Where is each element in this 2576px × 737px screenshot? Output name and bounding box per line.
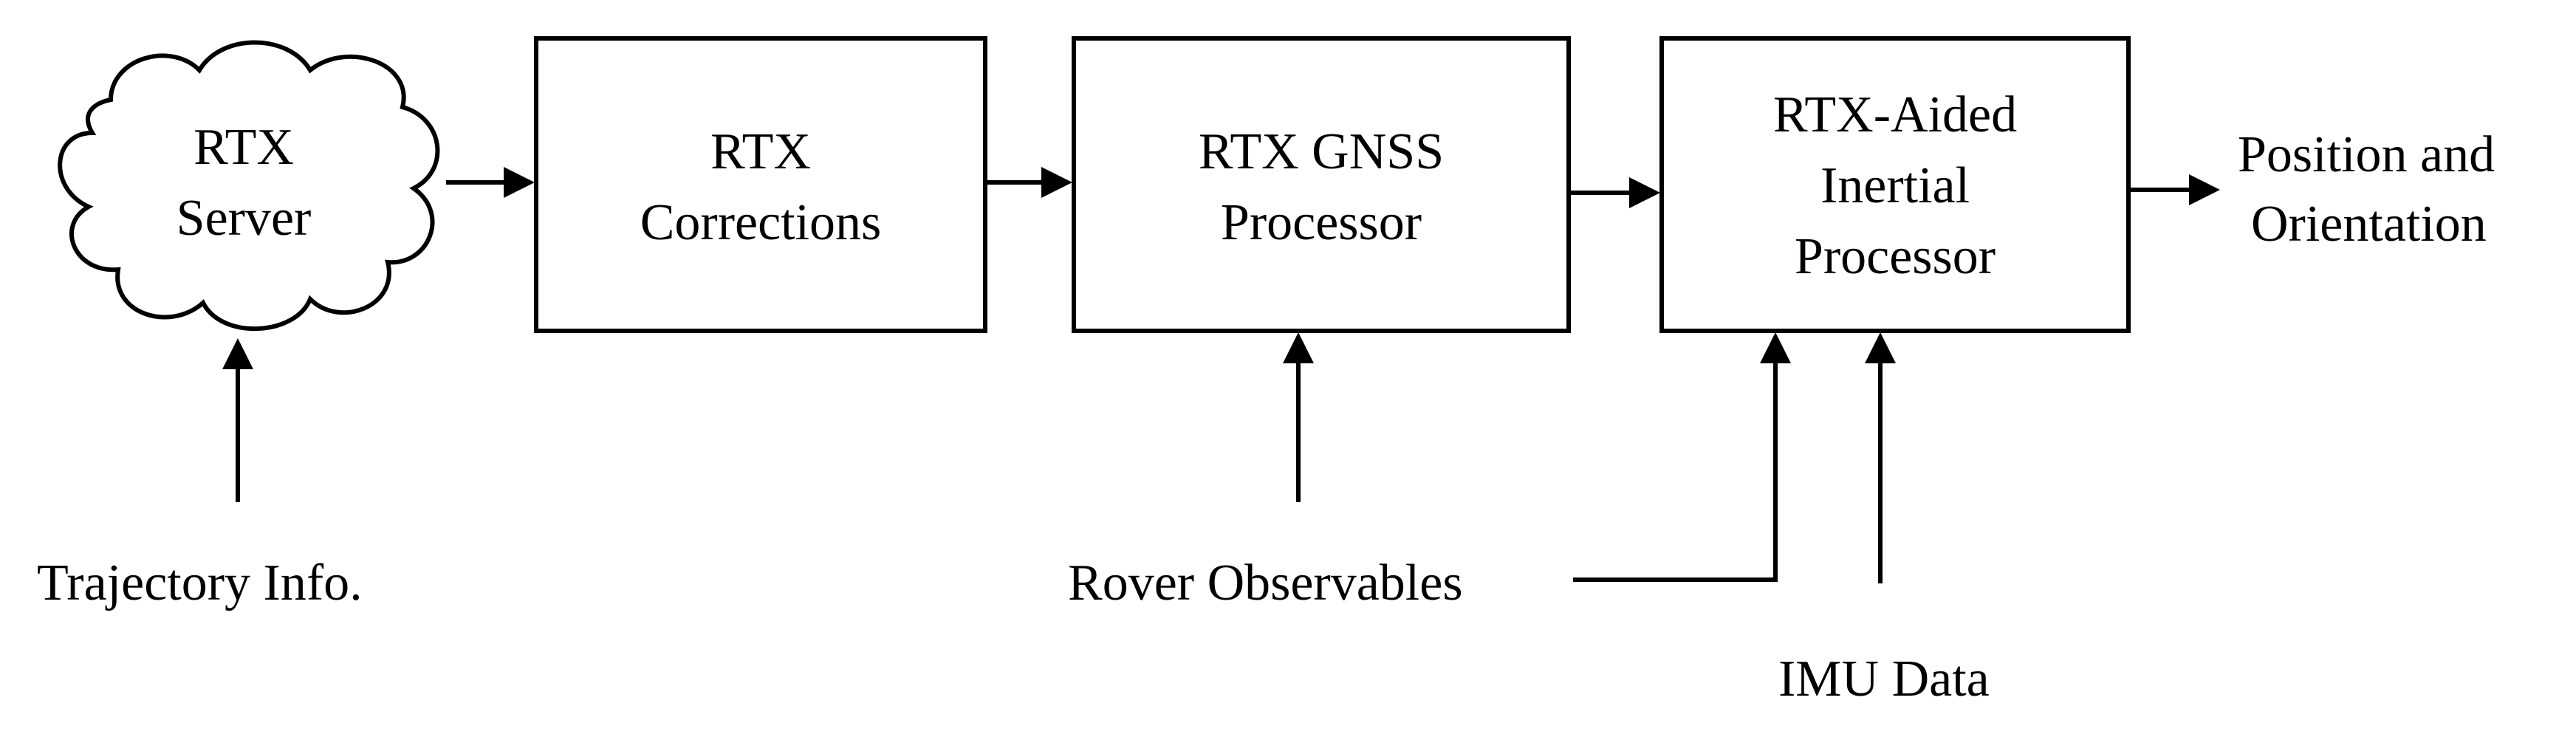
inertial-processor-node: RTX-Aided Inertial Processor <box>1659 36 2131 333</box>
arrow-server-to-corrections <box>446 167 535 198</box>
rover-observables-label: Rover Observables <box>1068 555 1463 611</box>
gnss-processor-node: RTX GNSS Processor <box>1072 36 1571 333</box>
rtx-server-cloud-shape <box>58 40 440 332</box>
output-label-line1: Position and <box>2238 126 2495 183</box>
gnss-processor-label-line1: RTX GNSS <box>1199 123 1444 180</box>
inertial-processor-label-line3: Processor <box>1795 228 1996 285</box>
trajectory-info-label: Trajectory Info. <box>37 555 363 611</box>
inertial-processor-label-line1: RTX-Aided <box>1773 86 2017 143</box>
arrow-rover-to-inertial <box>1573 332 1791 582</box>
rtx-corrections-node: RTX Corrections <box>534 36 987 333</box>
output-label-line2: Orientation <box>2251 196 2487 253</box>
rtx-corrections-box <box>534 36 987 333</box>
rtx-server-node: RTX Server <box>58 40 440 332</box>
rtx-corrections-label-line2: Corrections <box>640 194 882 251</box>
inertial-processor-label-line2: Inertial <box>1820 157 1970 214</box>
arrow-trajectory-to-server <box>222 338 253 502</box>
rtx-server-label-line1: RTX <box>193 119 294 176</box>
rtx-corrections-label-line1: RTX <box>710 123 811 180</box>
inertial-processor-box <box>1659 36 2131 333</box>
arrow-rover-to-gnss <box>1283 332 1314 502</box>
arrow-gnss-to-inertial <box>1569 177 1660 208</box>
gnss-processor-label-line2: Processor <box>1221 194 1422 251</box>
rtx-server-label-line2: Server <box>177 190 312 247</box>
arrow-imu-to-inertial <box>1865 332 1896 583</box>
gnss-processor-box <box>1072 36 1571 333</box>
arrow-inertial-to-output <box>2128 174 2220 205</box>
imu-data-label: IMU Data <box>1778 651 1990 707</box>
arrow-corrections-to-gnss <box>985 167 1072 198</box>
